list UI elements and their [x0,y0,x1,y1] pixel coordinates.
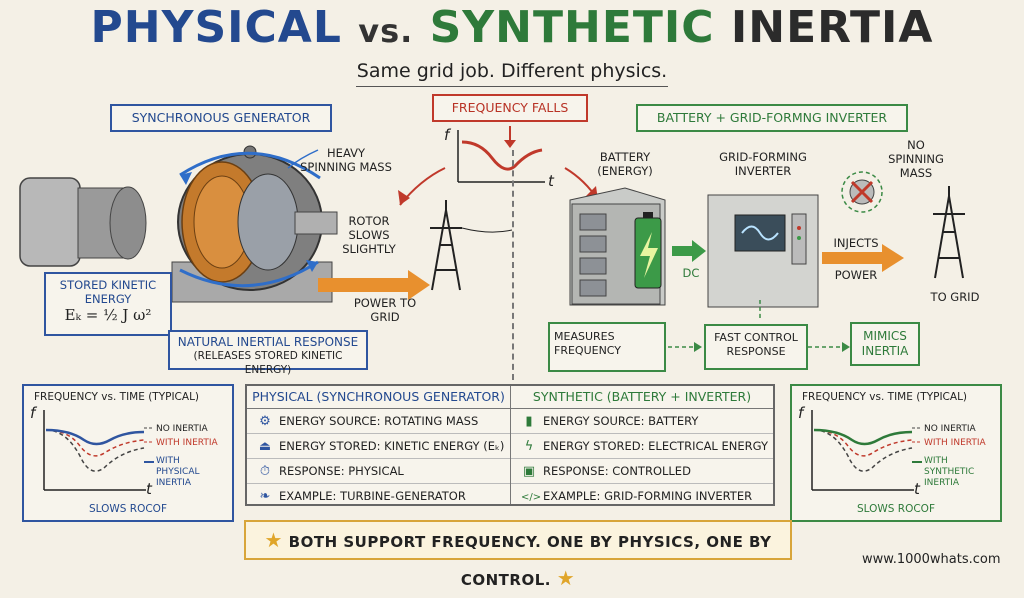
title-inertia: INERTIA [730,2,934,53]
title-physical: PHYSICAL [90,2,342,53]
code-icon: </> [521,492,542,503]
power-to-grid-label: POWER TO GRID [353,296,417,324]
left-legend-with-inertia: WITH INERTIA [156,438,218,448]
physical-row-source: ⚙ ENERGY SOURCE: ROTATING MASS [247,409,510,434]
frequency-falls-graph [457,126,545,183]
left-graph-axis-t: t [146,480,152,498]
leaf-icon: ❧ [259,489,271,504]
dc-label: DC [682,266,700,280]
power-label: POWER [834,268,878,282]
page-title: PHYSICAL vs. SYNTHETIC INERTIA [0,2,1024,53]
battery-inverter-header: BATTERY + GRID-FORMNG INVERTER [636,104,908,132]
synthetic-row-text: ENERGY STORED: ELECTRICAL ENERGY [543,439,768,453]
center-divider [512,150,514,380]
natural-inertial-response-box: NATURAL INERTIAL RESPONSE (RELEASES STOR… [168,330,368,376]
synchronous-generator-header: SYNCHRONOUS GENERATOR [110,104,332,132]
title-synthetic: SYNTHETIC [429,2,715,53]
right-graph-axis-f: f [798,404,804,422]
inverter-label: GRID-FORMING INVERTER [719,150,807,178]
physical-row-example: ❧ EXAMPLE: TURBINE-GENERATOR [247,484,510,508]
transmission-tower-left [430,200,513,291]
right-legend-with-inertia: WITH INERTIA [924,438,986,448]
power-arrow-left [318,270,430,300]
right-legend-synthetic-inertia: WITH SYNTHETIC INERTIA [924,456,975,488]
falls-graph-axis-t: t [548,172,554,190]
left-legend-physical-inertia: WITH PHYSICAL INERTIA [156,456,200,488]
illustration-canvas [19,126,965,365]
physical-row-text: EXAMPLE: TURBINE-GENERATOR [279,489,466,503]
power-arrow-right [822,244,904,272]
gear-icon: ⚙ [259,414,271,429]
synthetic-row-stored: ϟ ENERGY STORED: ELECTRICAL ENERGY [511,434,773,459]
synthetic-row-response: ▣ RESPONSE: CONTROLLED [511,459,773,484]
subtitle: Same grid job. Different physics. [356,60,668,82]
measures-frequency-box: MEASURES FREQUENCY [548,322,666,372]
physical-row-response: ⏱ RESPONSE: PHYSICAL [247,459,510,484]
right-graph-plot [811,410,922,491]
synthetic-column-header: SYNTHETIC (BATTERY + INVERTER) [511,386,773,409]
chip-icon: ▣ [522,464,536,479]
injects-label: INJECTS [833,236,879,250]
left-frequency-graph-panel: FREQUENCY vs. TIME (TYPICAL) f t NO INER… [22,384,234,522]
frequency-falls-header: FREQUENCY FALLS [432,94,588,122]
left-graph-title: FREQUENCY vs. TIME (TYPICAL) [34,391,200,403]
physical-row-text: ENERGY STORED: KINETIC ENERGY (Eₖ) [279,439,505,453]
natural-response-sublabel: (RELEASES STORED KINETIC ENERGY) [193,350,343,376]
battery-label: BATTERY (ENERGY) [597,150,653,178]
star-icon: ★ [264,528,283,552]
physical-column-header: PHYSICAL (SYNCHRONOUS GENERATOR) [247,386,510,409]
no-spinning-mass-label: NO SPINNING MASS [888,138,944,180]
synthetic-column: SYNTHETIC (BATTERY + INVERTER) ▮ ENERGY S… [511,386,773,504]
right-graph-axis-t: t [914,480,920,498]
inverter-cabinet [707,194,819,308]
stored-kinetic-energy-box: STORED KINETIC ENERGY Eₖ = ½ J ω² [44,272,172,336]
website-url: www.1000whats.com [862,552,1001,567]
natural-response-label: NATURAL INERTIAL RESPONSE [177,335,359,349]
left-legend-no-inertia: NO INERTIA [156,424,208,434]
lightning-icon: ϟ [524,439,534,454]
physical-row-text: RESPONSE: PHYSICAL [279,464,404,478]
right-legend-no-inertia: NO INERTIA [924,424,976,434]
right-graph-footer: SLOWS ROCOF [857,503,935,515]
no-spinning-mass-icon [841,171,883,213]
fast-control-response-box: FAST CONTROL RESPONSE [704,324,808,370]
weight-icon: ⏏ [258,439,272,454]
battery-icon: ▮ [525,414,533,429]
stopwatch-icon: ⏱ [259,464,271,479]
right-graph-title: FREQUENCY vs. TIME (TYPICAL) [802,391,968,403]
left-graph-footer: SLOWS ROCOF [89,503,167,515]
generator-illustration [19,145,338,303]
physical-row-text: ENERGY SOURCE: ROTATING MASS [279,414,479,428]
right-frequency-graph-panel: FREQUENCY vs. TIME (TYPICAL) f t NO INER… [790,384,1002,522]
dc-arrow [672,240,706,262]
physical-row-stored: ⏏ ENERGY STORED: KINETIC ENERGY (Eₖ) [247,434,510,459]
synthetic-row-source: ▮ ENERGY SOURCE: BATTERY [511,409,773,434]
star-icon: ★ [556,566,576,590]
mimics-inertia-box: MIMICS INERTIA [850,322,920,366]
synthetic-row-text: RESPONSE: CONTROLLED [543,464,691,478]
title-vs: vs. [358,12,414,50]
left-graph-plot [43,410,154,491]
comparison-table: PHYSICAL (SYNCHRONOUS GENERATOR) ⚙ ENERGY… [245,384,775,506]
to-grid-label: TO GRID [930,290,980,304]
synthetic-row-text: EXAMPLE: GRID-FORMING INVERTER [543,489,753,503]
falls-graph-axis-f: f [444,126,450,144]
left-graph-axis-f: f [30,404,36,422]
rotor-slows-label: ROTOR SLOWS SLIGHTLY [342,214,396,256]
heavy-spinning-mass-label: HEAVY SPINNING MASS [300,146,392,174]
synthetic-row-text: ENERGY SOURCE: BATTERY [543,414,699,428]
subtitle-underline [356,86,668,87]
physical-column: PHYSICAL (SYNCHRONOUS GENERATOR) ⚙ ENERGY… [247,386,511,504]
summary-banner: ★ BOTH SUPPORT FREQUENCY. ONE BY PHYSICS… [244,520,792,590]
transmission-tower-right [933,186,965,279]
stored-kinetic-energy-label: STORED KINETIC ENERGY [59,278,157,306]
battery-cabinet [569,187,666,306]
kinetic-energy-formula: Eₖ = ½ J ω² [64,306,152,324]
synthetic-row-example: </>EXAMPLE: GRID-FORMING INVERTER [511,484,773,508]
